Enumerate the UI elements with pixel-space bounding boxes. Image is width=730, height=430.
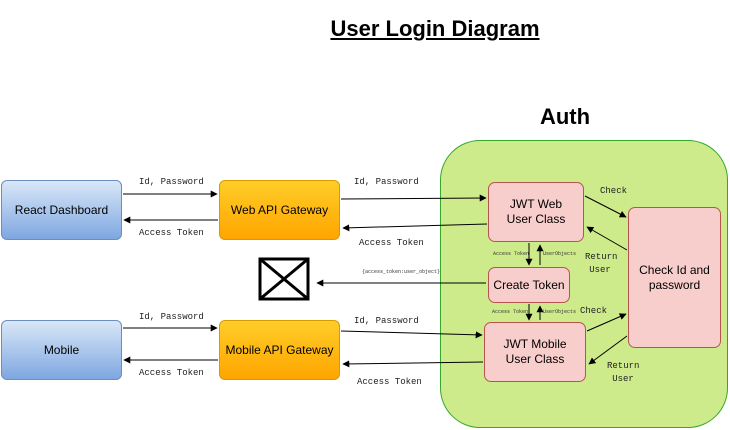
label-token-user-object: {access_token:user_object}: [362, 269, 441, 275]
x-box-icon: [258, 257, 310, 301]
edge-jwtweb-to-webgw: [342, 223, 488, 232]
edge-jwtmobile-to-mobilegw: [342, 360, 484, 368]
edge-check-to-jwtweb: [586, 226, 628, 251]
label-return-user-web: Return User: [585, 252, 618, 275]
edge-check-to-jwtmobile: [588, 335, 628, 365]
check-id-password-node[interactable]: Check Id and password: [628, 207, 721, 348]
auth-title: Auth: [539, 104, 591, 129]
label-id-password-mobilegw: Id, Password: [354, 316, 419, 326]
edge-webgw-to-jwtweb: [340, 194, 487, 202]
label-return-user-mobile: Return User: [607, 361, 640, 384]
mobile-node[interactable]: Mobile: [1, 320, 122, 380]
edge-jwtmobile-to-check: [586, 313, 627, 332]
label-access-token-webgw: Access Token: [359, 238, 424, 248]
label-access-token-small-bottom: Access Token: [492, 309, 529, 315]
create-token-node[interactable]: Create Token: [488, 267, 570, 303]
label-id-password-react: Id, Password: [139, 177, 204, 187]
label-user-objects-top: UserObjects: [543, 251, 577, 257]
label-check-web: Check: [600, 186, 628, 196]
jwt-web-user-class-node[interactable]: JWT Web User Class: [488, 182, 584, 242]
mobile-api-gateway-node[interactable]: Mobile API Gateway: [219, 320, 340, 380]
web-api-gateway-node[interactable]: Web API Gateway: [219, 180, 340, 240]
label-check-mobile: Check: [580, 306, 608, 316]
label-access-token-mobilegw: Access Token: [357, 377, 422, 387]
react-dashboard-node[interactable]: React Dashboard: [1, 180, 122, 240]
label-id-password-mobile: Id, Password: [139, 312, 204, 322]
label-id-password-webgw: Id, Password: [354, 177, 419, 187]
label-user-objects-bottom: UserObjects: [543, 309, 577, 315]
edge-mobilegw-to-jwtmobile: [340, 330, 483, 339]
edge-jwtweb-to-check: [584, 195, 627, 218]
diagram-title: User Login Diagram: [330, 16, 540, 41]
jwt-mobile-user-class-node[interactable]: JWT Mobile User Class: [484, 322, 586, 382]
label-access-token-mobile: Access Token: [139, 368, 204, 378]
label-access-token-small-top: Access Token: [493, 251, 530, 257]
label-access-token-react: Access Token: [139, 228, 204, 238]
